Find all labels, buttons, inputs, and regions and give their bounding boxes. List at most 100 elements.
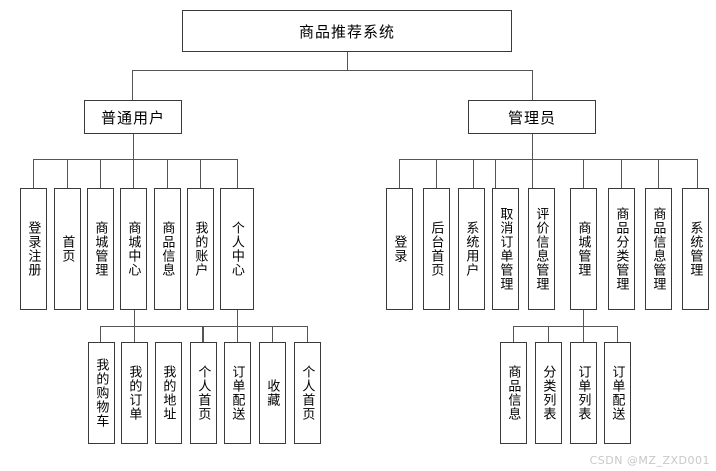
- watermark-text: CSDN @MZ_ZXD001: [589, 454, 710, 467]
- node-label: 商品信息: [160, 221, 176, 277]
- node-login-register[interactable]: 登录注册: [20, 188, 47, 310]
- node-label: 管理员: [507, 109, 556, 127]
- connector-admin-child-0: [399, 159, 400, 188]
- connector-mallmanage-child-3: [617, 326, 618, 342]
- node-label: 订单列表: [576, 365, 592, 421]
- node-cancel-order-management[interactable]: 取消订单管理: [492, 188, 519, 310]
- node-label: 首页: [60, 235, 76, 263]
- node-label: 我的地址: [161, 365, 177, 421]
- node-category-list[interactable]: 分类列表: [535, 342, 562, 444]
- node-label: 我的购物车: [94, 358, 110, 428]
- node-normal-user[interactable]: 普通用户: [84, 100, 182, 134]
- node-order-delivery-admin[interactable]: 订单配送: [604, 342, 631, 444]
- node-product-category-management[interactable]: 商品分类管理: [608, 188, 635, 310]
- node-order-delivery-user[interactable]: 订单配送: [224, 342, 251, 444]
- connector-root-to-admin: [532, 70, 533, 100]
- connector-personalcenter-child-1: [237, 326, 238, 342]
- node-review-info-management[interactable]: 评价信息管理: [528, 188, 555, 310]
- node-label: 个人中心: [229, 221, 245, 277]
- node-root-system[interactable]: 商品推荐系统: [182, 10, 512, 52]
- node-personal-home-1[interactable]: 个人首页: [190, 342, 217, 444]
- connector-user-child-4: [167, 159, 168, 188]
- node-label: 我的账户: [193, 221, 209, 277]
- node-my-account[interactable]: 我的账户: [187, 188, 214, 310]
- node-label: 登录: [392, 235, 408, 263]
- node-label: 我的订单: [127, 365, 143, 421]
- node-system-user[interactable]: 系统用户: [458, 188, 485, 310]
- connector-mallcenter-child-0: [100, 326, 101, 342]
- connector-mallmanage-spine: [513, 326, 617, 327]
- node-product-info-management[interactable]: 商品信息管理: [645, 188, 672, 310]
- connector-user-spine: [33, 159, 237, 160]
- node-favorites[interactable]: 收藏: [259, 342, 286, 444]
- node-label: 分类列表: [541, 365, 557, 421]
- node-system-management[interactable]: 系统管理: [682, 188, 709, 310]
- node-label: 个人首页: [300, 365, 316, 421]
- connector-admin-stem: [532, 134, 533, 159]
- node-label: 个人首页: [196, 365, 212, 421]
- node-label: 订单配送: [230, 365, 246, 421]
- node-admin-login[interactable]: 登录: [386, 188, 413, 310]
- connector-personalcenter-stem: [237, 310, 238, 326]
- connector-personalcenter-child-3: [307, 326, 308, 342]
- node-label: 商品分类管理: [614, 207, 630, 291]
- node-label: 订单配送: [610, 365, 626, 421]
- connector-user-child-6: [237, 159, 238, 188]
- connector-admin-child-3: [495, 159, 496, 188]
- connector-user-child-5: [200, 159, 201, 188]
- node-label: 普通用户: [100, 109, 165, 127]
- node-label: 取消订单管理: [498, 207, 514, 291]
- node-label: 评价信息管理: [534, 207, 550, 291]
- node-label: 商品推荐系统: [298, 23, 395, 41]
- node-my-shopping-cart[interactable]: 我的购物车: [88, 342, 115, 444]
- node-home[interactable]: 首页: [54, 188, 81, 310]
- connector-user-child-1: [67, 159, 68, 188]
- connector-root-to-user: [132, 70, 133, 100]
- node-label: 商城中心: [126, 221, 142, 277]
- node-admin-product-info[interactable]: 商品信息: [500, 342, 527, 444]
- connector-personalcenter-child-2: [272, 326, 273, 342]
- node-label: 商城管理: [576, 221, 592, 277]
- connector-mallmanage-stem: [583, 310, 584, 326]
- node-backend-home[interactable]: 后台首页: [423, 188, 450, 310]
- connector-mallmanage-child-1: [548, 326, 549, 342]
- node-label: 系统管理: [688, 221, 704, 277]
- connector-root-stem: [347, 52, 348, 70]
- node-label: 系统用户: [464, 221, 480, 277]
- connector-mallcenter-stem: [134, 310, 135, 326]
- connector-mallmanage-child-0: [513, 326, 514, 342]
- connector-user-stem: [133, 134, 134, 159]
- connector-user-child-3: [133, 159, 134, 188]
- node-order-list[interactable]: 订单列表: [570, 342, 597, 444]
- connector-personalcenter-spine: [203, 326, 307, 327]
- connector-admin-child-2: [473, 159, 474, 188]
- connector-admin-child-5: [583, 159, 584, 188]
- node-label: 商城管理: [93, 221, 109, 277]
- node-mall-center[interactable]: 商城中心: [120, 188, 147, 310]
- connector-admin-child-6: [621, 159, 622, 188]
- node-label: 商品信息管理: [651, 207, 667, 291]
- connector-root-spine: [132, 70, 532, 71]
- connector-mallcenter-spine: [100, 326, 202, 327]
- connector-admin-spine: [399, 159, 697, 160]
- connector-admin-child-4: [532, 159, 533, 188]
- node-personal-center[interactable]: 个人中心: [220, 188, 254, 310]
- connector-mallmanage-child-2: [583, 326, 584, 342]
- node-label: 登录注册: [26, 221, 42, 277]
- node-label: 后台首页: [429, 221, 445, 277]
- node-my-address[interactable]: 我的地址: [155, 342, 182, 444]
- connector-admin-child-1: [436, 159, 437, 188]
- connector-admin-child-7: [658, 159, 659, 188]
- connector-user-child-2: [100, 159, 101, 188]
- node-label: 商品信息: [506, 365, 522, 421]
- connector-user-child-0: [33, 159, 34, 188]
- node-mall-management[interactable]: 商城管理: [87, 188, 114, 310]
- connector-mallcenter-child-2: [202, 326, 203, 342]
- node-admin-mall-management[interactable]: 商城管理: [570, 188, 597, 310]
- node-personal-home-2[interactable]: 个人首页: [294, 342, 321, 444]
- connector-personalcenter-child-0: [203, 326, 204, 342]
- connector-admin-child-8: [697, 159, 698, 188]
- node-my-orders[interactable]: 我的订单: [121, 342, 148, 444]
- node-product-info[interactable]: 商品信息: [154, 188, 181, 310]
- node-administrator[interactable]: 管理员: [468, 100, 596, 134]
